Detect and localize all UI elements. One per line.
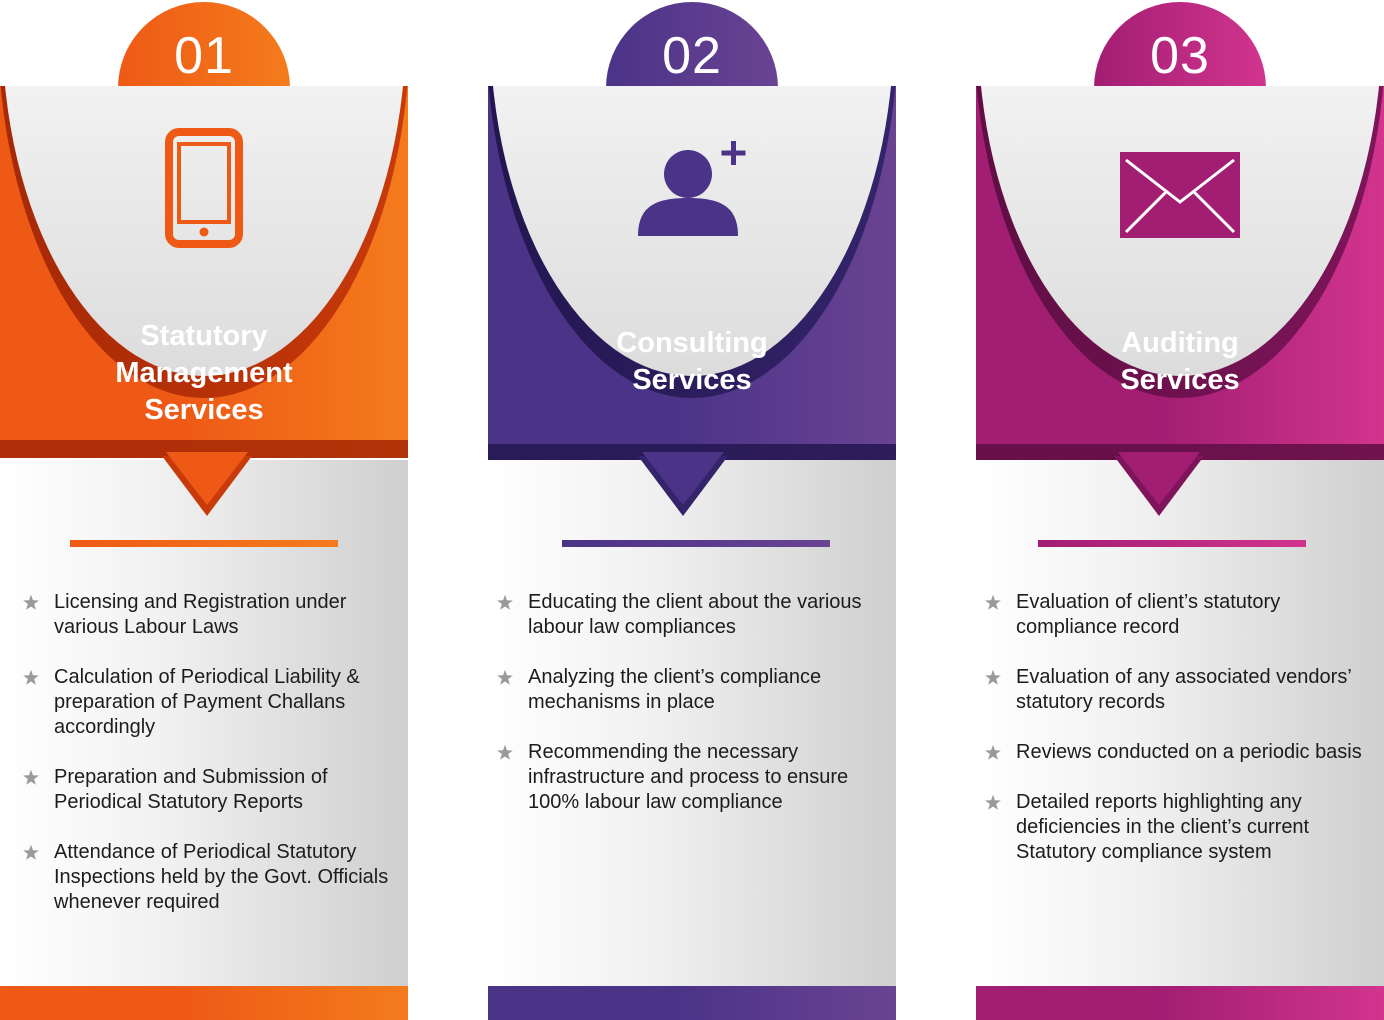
- card-header: [976, 86, 1384, 462]
- list-item: Preparation and Submission of Periodical…: [0, 765, 408, 815]
- list-item: Reviews conducted on a periodic basis: [962, 740, 1370, 765]
- list-item: Educating the client about the various l…: [474, 590, 882, 640]
- envelope-icon: [1120, 152, 1240, 243]
- list-item-text: Calculation of Periodical Liability & pr…: [54, 666, 360, 738]
- service-item-list: Licensing and Registration under various…: [0, 590, 408, 940]
- list-item: Calculation of Periodical Liability & pr…: [0, 665, 408, 740]
- section-divider: [562, 540, 830, 547]
- header-arc: [488, 86, 896, 446]
- card-header: [488, 86, 896, 462]
- step-number: 01: [174, 27, 234, 85]
- list-item: Analyzing the client’s compliance mechan…: [474, 665, 882, 715]
- tablet-icon: [165, 128, 243, 253]
- section-divider: [70, 540, 338, 547]
- card-footer-bar: [976, 986, 1384, 1020]
- card-body-panel: [976, 460, 1384, 986]
- star-bullet-icon: [22, 594, 40, 612]
- header-pointer-face: [642, 452, 724, 505]
- list-item-text: Evaluation of any associated vendors’ st…: [1016, 666, 1352, 713]
- list-item-text: Attendance of Periodical Statutory Inspe…: [54, 841, 389, 913]
- star-bullet-icon: [984, 669, 1002, 687]
- star-bullet-icon: [984, 744, 1002, 762]
- list-item: Evaluation of any associated vendors’ st…: [962, 665, 1370, 715]
- list-item-text: Analyzing the client’s compliance mechan…: [528, 666, 822, 713]
- star-bullet-icon: [22, 769, 40, 787]
- list-item-text: Recommending the necessary infrastructur…: [528, 741, 849, 813]
- header-arc: [976, 86, 1384, 446]
- list-item-text: Preparation and Submission of Periodical…: [54, 766, 328, 813]
- add-user-icon: [636, 138, 748, 243]
- header-shadow-band: [0, 440, 408, 458]
- star-bullet-icon: [496, 669, 514, 687]
- list-item: Recommending the necessary infrastructur…: [474, 740, 882, 815]
- header-pointer-face: [166, 452, 248, 505]
- star-bullet-icon: [22, 844, 40, 862]
- list-item-text: Educating the client about the various l…: [528, 591, 862, 638]
- list-item: Detailed reports highlighting any defici…: [962, 790, 1370, 865]
- list-item: Attendance of Periodical Statutory Inspe…: [0, 840, 408, 915]
- list-item-text: Reviews conducted on a periodic basis: [1016, 741, 1362, 763]
- section-divider: [1038, 540, 1306, 547]
- star-bullet-icon: [496, 744, 514, 762]
- star-bullet-icon: [22, 669, 40, 687]
- step-number: 03: [1150, 27, 1210, 85]
- list-item-text: Licensing and Registration under various…: [54, 591, 347, 638]
- step-number: 02: [662, 27, 722, 85]
- card-body-panel: [488, 460, 896, 986]
- service-item-list: Evaluation of client’s statutory complia…: [962, 590, 1370, 890]
- list-item: Evaluation of client’s statutory complia…: [962, 590, 1370, 640]
- card-title-line: Statutory: [140, 320, 268, 352]
- service-item-list: Educating the client about the various l…: [474, 590, 882, 840]
- card-title-line: Consulting: [616, 327, 768, 359]
- card-footer-bar: [0, 986, 408, 1020]
- card-title-line: Services: [632, 364, 752, 396]
- list-item-text: Detailed reports highlighting any defici…: [1016, 791, 1310, 863]
- star-bullet-icon: [496, 594, 514, 612]
- card-title-line: Auditing: [1121, 327, 1239, 359]
- list-item: Licensing and Registration under various…: [0, 590, 408, 640]
- card-header: [0, 86, 408, 458]
- card-title-line: Services: [144, 394, 264, 426]
- card-footer-bar: [488, 986, 896, 1020]
- card-title-line: Management: [115, 357, 293, 389]
- header-pointer-face: [1118, 452, 1200, 505]
- list-item-text: Evaluation of client’s statutory complia…: [1016, 591, 1281, 638]
- star-bullet-icon: [984, 794, 1002, 812]
- star-bullet-icon: [984, 594, 1002, 612]
- card-body-panel: [0, 460, 408, 986]
- card-title-line: Services: [1120, 364, 1240, 396]
